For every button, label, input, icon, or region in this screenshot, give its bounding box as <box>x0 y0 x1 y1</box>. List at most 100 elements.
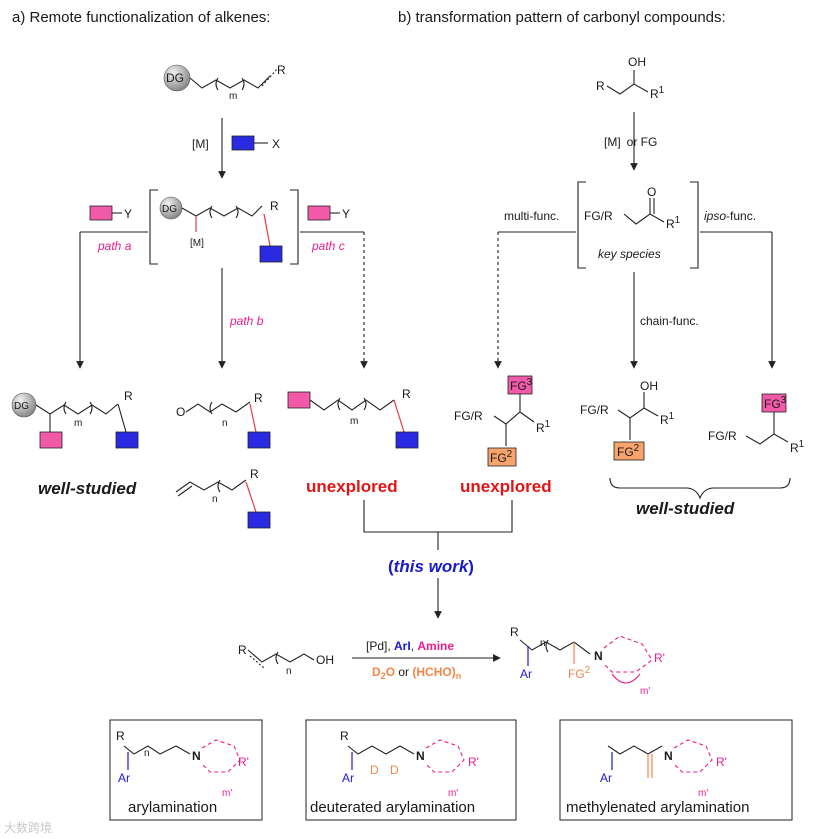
svg-text:N: N <box>594 649 603 663</box>
svg-text:deuterated arylamination: deuterated arylamination <box>310 799 475 816</box>
svg-text:Ar: Ar <box>118 771 130 785</box>
svg-text:R1: R1 <box>650 85 665 101</box>
svg-text:FG3: FG3 <box>510 377 533 393</box>
blue-box-reagent <box>231 135 255 151</box>
title-left: a) Remote functionalization of alkenes: <box>12 9 270 26</box>
svg-text:R': R' <box>238 755 249 769</box>
svg-text:O: O <box>647 185 656 199</box>
right-conditions: [M]or FG <box>604 135 657 149</box>
this-work-label: (this work) <box>388 557 474 576</box>
svg-text:FG/R: FG/R <box>708 429 737 443</box>
brace <box>609 477 791 500</box>
svg-text:Y: Y <box>342 207 350 221</box>
svg-text:R1: R1 <box>660 411 675 427</box>
right-start-alcohol: R OH R1 <box>596 55 665 101</box>
reaction-conditions-bottom: D2O or (HCHO)n <box>372 665 461 681</box>
svg-text:Ar: Ar <box>342 771 354 785</box>
svg-text:DG: DG <box>14 401 29 412</box>
title-right: b) transformation pattern of carbonyl co… <box>398 9 726 26</box>
svg-text:n: n <box>212 494 218 505</box>
svg-text:X: X <box>272 137 280 151</box>
svg-text:R: R <box>402 387 411 401</box>
svg-text:n: n <box>144 748 150 759</box>
svg-text:m': m' <box>222 788 232 799</box>
svg-text:R: R <box>250 467 259 481</box>
svg-text:R1: R1 <box>536 419 551 435</box>
svg-text:n: n <box>222 418 228 429</box>
svg-text:D: D <box>370 763 379 777</box>
pink-box-reagent-a <box>89 205 113 221</box>
well-studied-left: well-studied <box>38 479 137 498</box>
path-a-label: path a <box>97 239 132 253</box>
svg-text:m: m <box>350 416 358 427</box>
svg-text:Y: Y <box>124 207 132 221</box>
svg-text:R': R' <box>468 755 479 769</box>
svg-text:OH: OH <box>316 653 334 667</box>
chain-func-label: chain-func. <box>640 314 699 328</box>
svg-text:OH: OH <box>640 379 658 393</box>
svg-text:n: n <box>540 638 546 649</box>
svg-text:FG2: FG2 <box>568 665 591 681</box>
svg-text:OH: OH <box>628 55 646 69</box>
svg-text:[M]: [M] <box>190 238 204 249</box>
svg-text:N: N <box>664 749 673 763</box>
svg-text:R: R <box>277 63 286 77</box>
ipso-func-label: ipso-func. <box>704 209 756 223</box>
svg-text:R: R <box>238 643 247 657</box>
key-species-label: key species <box>598 247 661 261</box>
pink-box-reagent-c <box>307 205 331 221</box>
svg-text:m': m' <box>698 788 708 799</box>
reaction-product: R n Ar FG2 N R' m' <box>510 625 665 697</box>
path-b-label: path b <box>229 314 264 328</box>
box-deuterated: R Ar D D N R' m' deuterated arylaminatio… <box>305 719 517 821</box>
svg-text:R: R <box>510 625 519 639</box>
svg-text:D: D <box>390 763 399 777</box>
svg-text:FG3: FG3 <box>764 395 787 411</box>
svg-text:FG/R: FG/R <box>580 403 609 417</box>
svg-text:FG/R: FG/R <box>584 209 613 223</box>
svg-text:Ar: Ar <box>600 771 612 785</box>
svg-text:R: R <box>340 729 349 743</box>
product-path-a: DG m R <box>11 389 139 449</box>
svg-text:O: O <box>176 405 185 419</box>
svg-text:n: n <box>286 666 292 677</box>
reaction-conditions-top: [Pd], ArI, Amine <box>366 639 454 653</box>
svg-text:DG: DG <box>162 204 177 215</box>
svg-text:R: R <box>116 729 125 743</box>
svg-text:arylamination: arylamination <box>128 799 217 816</box>
svg-text:Ar: Ar <box>520 667 532 681</box>
path-c-label: path c <box>311 239 345 253</box>
well-studied-right: well-studied <box>636 499 735 518</box>
svg-text:m: m <box>74 418 82 429</box>
svg-text:methylenated arylamination: methylenated arylamination <box>566 799 749 816</box>
product-multi-func: FG3 FG/R R1 FG2 <box>454 375 551 467</box>
svg-text:FG2: FG2 <box>490 449 513 465</box>
product-chain-func: FG/R OH R1 FG2 <box>580 379 675 461</box>
svg-text:R1: R1 <box>790 439 805 455</box>
svg-text:FG/R: FG/R <box>454 409 483 423</box>
intermediate-bracket: DG [M] R <box>149 189 299 265</box>
box-methylenated: Ar N R' m' methylenated arylamination <box>559 719 793 821</box>
left-start-alkene: DG m R <box>163 63 286 102</box>
unexplored-left: unexplored <box>306 477 398 496</box>
svg-text:R1: R1 <box>666 215 681 231</box>
svg-text:m': m' <box>640 686 650 697</box>
svg-text:DG: DG <box>166 71 184 85</box>
box-arylamination: R n Ar N R' m' arylamination <box>109 719 263 821</box>
svg-text:m: m <box>229 91 237 102</box>
svg-text:R: R <box>254 391 263 405</box>
multi-func-label: multi-func. <box>504 209 559 223</box>
svg-text:R: R <box>596 79 605 93</box>
product-path-b-alkene: n R <box>175 467 271 529</box>
svg-text:R: R <box>270 199 279 213</box>
svg-text:N: N <box>192 749 201 763</box>
svg-text:R': R' <box>654 651 665 665</box>
product-ipso-func: FG3 FG/R R1 <box>708 393 805 455</box>
metal-catalyst-label: [M] <box>192 137 209 151</box>
unexplored-right: unexplored <box>460 477 552 496</box>
svg-text:N: N <box>416 749 425 763</box>
svg-text:R: R <box>124 389 133 403</box>
svg-text:FG2: FG2 <box>617 443 640 459</box>
product-path-b-aldehyde: O n R <box>176 391 271 449</box>
